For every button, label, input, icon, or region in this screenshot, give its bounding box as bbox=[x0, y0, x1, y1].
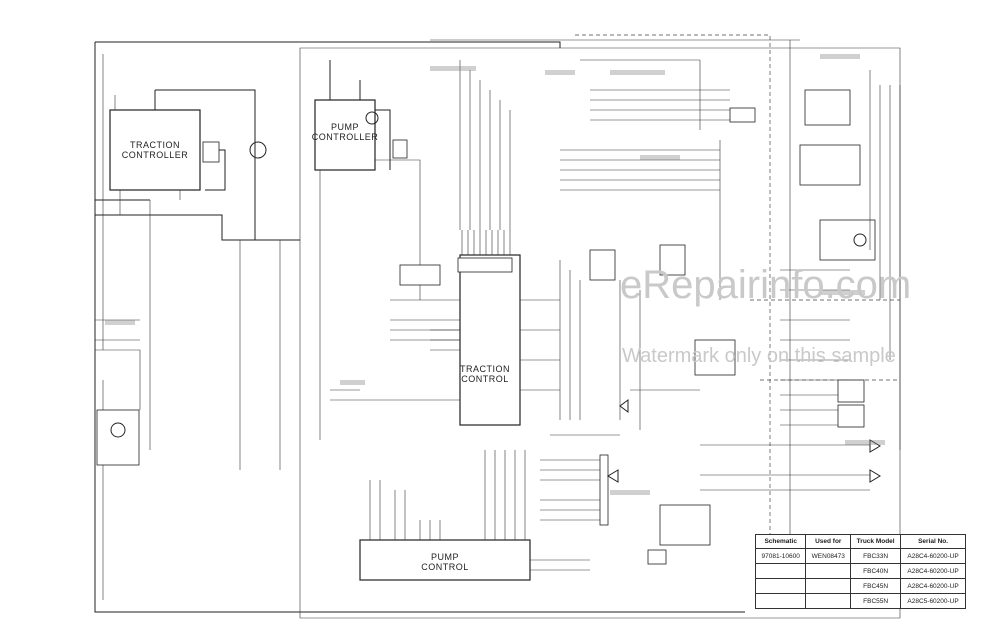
schedule-cell bbox=[805, 563, 852, 579]
schedule-cell bbox=[754, 563, 807, 579]
schedule-header: Serial No. bbox=[900, 534, 966, 549]
right-side-circuits bbox=[540, 59, 901, 565]
schedule-cell: 97081-10600 bbox=[754, 548, 807, 564]
schedule-cell: FBC45N bbox=[850, 578, 902, 594]
watermark-note: Watermark only on this sample bbox=[622, 345, 896, 367]
schedule-cell: A28C5-60200-UP bbox=[900, 593, 966, 609]
left-circuits bbox=[95, 200, 460, 470]
schedule-cell: FBC33N bbox=[850, 548, 902, 564]
schedule-header-row: Schematic Used for Truck Model Serial No… bbox=[754, 534, 966, 549]
schedule-cell bbox=[805, 578, 852, 594]
schedule-cell: WEN08473 bbox=[805, 548, 852, 564]
schedule-header: Truck Model bbox=[850, 534, 902, 549]
serial-schedule-table: Schematic Used for Truck Model Serial No… bbox=[754, 534, 966, 609]
schedule-cell: A28C4-60200-UP bbox=[900, 578, 966, 594]
schedule-cell: A28C4-60200-UP bbox=[900, 563, 966, 579]
schedule-cell bbox=[754, 593, 807, 609]
schedule-row: 97081-10600 WEN08473 FBC33N A28C4-60200-… bbox=[754, 548, 966, 564]
schedule-header: Schematic bbox=[754, 534, 807, 549]
schedule-header: Used for bbox=[805, 534, 852, 549]
schedule-row: FBC45N A28C4-60200-UP bbox=[754, 578, 966, 594]
outer-frame-wires bbox=[94, 34, 901, 619]
schedule-row: FBC40N A28C4-60200-UP bbox=[754, 563, 966, 579]
schedule-cell: FBC55N bbox=[850, 593, 902, 609]
schedule-row: FBC55N A28C5-60200-UP bbox=[754, 593, 966, 609]
schedule-cell bbox=[754, 578, 807, 594]
schedule-cell: FBC40N bbox=[850, 563, 902, 579]
schedule-cell: A28C4-60200-UP bbox=[900, 548, 966, 564]
tiny-wire-labels bbox=[105, 54, 885, 495]
watermark-site: eRepairinfo.com bbox=[620, 263, 911, 307]
schedule-cell bbox=[805, 593, 852, 609]
